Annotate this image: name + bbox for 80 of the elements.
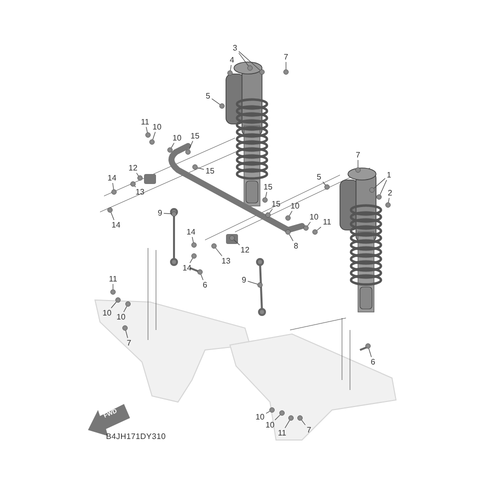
leader-line bbox=[197, 167, 204, 170]
callout-number: 13 bbox=[222, 256, 230, 266]
callout-number: 8 bbox=[294, 242, 298, 250]
callout-number: 3 bbox=[232, 44, 238, 52]
callout-number: 11 bbox=[108, 274, 118, 284]
callout-number: 14 bbox=[108, 174, 116, 182]
callout-number: 1 bbox=[386, 170, 392, 180]
leader-line bbox=[146, 126, 148, 133]
callout-number: 10 bbox=[102, 308, 112, 318]
leader-line bbox=[112, 182, 114, 190]
leader-line bbox=[212, 98, 220, 105]
leader-line bbox=[190, 258, 193, 264]
leader-line bbox=[284, 420, 290, 428]
callout-number: 10 bbox=[152, 122, 162, 132]
leader-line bbox=[269, 208, 273, 214]
leader-line bbox=[171, 142, 174, 148]
callout-number: 9 bbox=[158, 208, 162, 218]
suspension-parts-drawing bbox=[94, 62, 397, 440]
callout-number: 9 bbox=[242, 276, 246, 284]
leader-line bbox=[164, 213, 172, 214]
callout-number: 14 bbox=[112, 220, 120, 230]
leader-line bbox=[289, 234, 294, 242]
leader-line bbox=[123, 306, 128, 312]
leader-line bbox=[110, 302, 117, 308]
callout-number: 10 bbox=[290, 202, 300, 210]
callout-number: 2 bbox=[388, 188, 392, 198]
callout-number: 7 bbox=[306, 426, 312, 434]
callout-number: 14 bbox=[182, 264, 192, 272]
leader-line bbox=[266, 411, 270, 414]
leader-line bbox=[301, 420, 306, 426]
leader-line bbox=[248, 280, 258, 284]
callout-number: 6 bbox=[370, 358, 376, 366]
callout-number: 10 bbox=[256, 412, 264, 422]
leader-line bbox=[322, 182, 326, 186]
leader-line bbox=[380, 180, 387, 195]
callout-number: 7 bbox=[126, 338, 132, 348]
callout-number: 10 bbox=[266, 420, 274, 430]
leader-line bbox=[274, 414, 280, 420]
callout-number: 15 bbox=[272, 200, 280, 208]
leader-line bbox=[289, 210, 292, 216]
leader-line bbox=[316, 226, 322, 231]
callout-number: 11 bbox=[140, 118, 150, 126]
callout-number: 11 bbox=[322, 218, 332, 226]
callout-number: 7 bbox=[356, 150, 360, 160]
callout-number: 12 bbox=[240, 246, 250, 254]
leader-line bbox=[125, 330, 128, 338]
leader-line bbox=[374, 178, 386, 189]
leader-line bbox=[238, 52, 249, 66]
leader-line bbox=[234, 240, 240, 246]
callout-number: 12 bbox=[128, 164, 138, 172]
leader-line bbox=[134, 186, 136, 188]
leader-line bbox=[188, 140, 194, 150]
callout-number: 4 bbox=[230, 56, 234, 64]
leader-line bbox=[112, 284, 114, 290]
callout-number: 10 bbox=[172, 134, 182, 142]
leader-line bbox=[230, 64, 232, 71]
leader-line bbox=[200, 274, 204, 280]
leader-line bbox=[215, 248, 222, 256]
leader-line bbox=[238, 51, 260, 71]
leader-line bbox=[136, 172, 139, 176]
callout-number: 6 bbox=[202, 280, 208, 290]
callout-number: 14 bbox=[186, 228, 196, 236]
callout-number: 7 bbox=[284, 52, 288, 62]
callout-number: 5 bbox=[316, 172, 322, 182]
callout-number: 5 bbox=[206, 92, 210, 100]
leader-line bbox=[307, 222, 311, 226]
callout-number: 15 bbox=[206, 166, 214, 176]
callout-number: 10 bbox=[116, 312, 126, 322]
diagram-code: B4JH171DY310 bbox=[106, 432, 166, 441]
leader-line bbox=[192, 236, 194, 243]
leader-line bbox=[110, 212, 114, 220]
callout-number: 15 bbox=[190, 132, 200, 140]
callout-number: 15 bbox=[264, 182, 272, 192]
leader-line bbox=[368, 348, 372, 358]
callout-number: 11 bbox=[278, 428, 286, 438]
callout-number: 13 bbox=[136, 188, 144, 196]
leader-line bbox=[152, 132, 156, 140]
callout-number: 10 bbox=[310, 212, 318, 222]
leader-line bbox=[265, 192, 268, 198]
leader-line bbox=[388, 198, 390, 203]
